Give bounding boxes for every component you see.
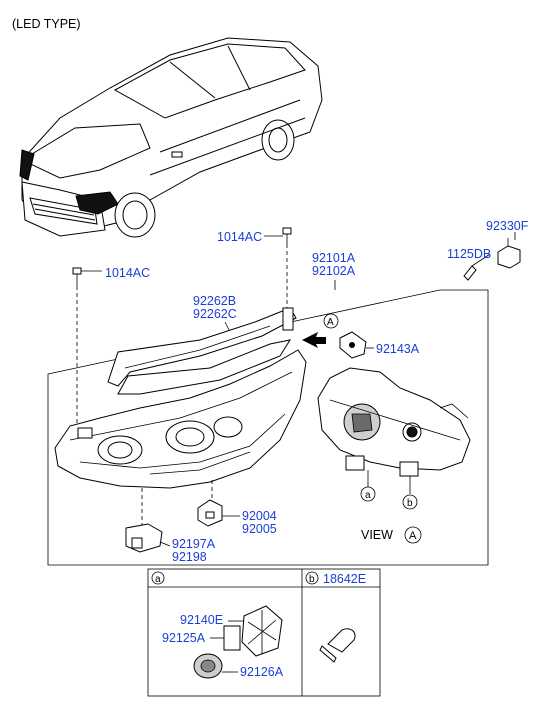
label-18642e: 18642E: [323, 572, 366, 586]
marker-a-circle: [360, 486, 376, 502]
socket-92140e-icon: [228, 605, 283, 657]
label-92004: 92004: [242, 509, 277, 523]
label-92140e: 92140E: [180, 613, 223, 627]
label-92126a: 92126A: [240, 665, 284, 679]
label-92198: 92198: [172, 550, 207, 564]
screw-1125db-icon: [463, 253, 491, 281]
view-circle-a: A: [409, 530, 417, 542]
assembly-frame: [47, 289, 489, 566]
label-92330f: 92330F: [486, 219, 529, 233]
view-arrow-icon: [302, 313, 339, 348]
table-b-circle: [305, 571, 319, 585]
parts-table: [147, 568, 381, 697]
label-92005: 92005: [242, 522, 277, 536]
label-92143a: 92143A: [376, 342, 420, 356]
table-b: b: [309, 574, 315, 585]
label-1014ac-left: 1014AC: [105, 266, 150, 280]
table-a-circle: [151, 571, 165, 585]
headlamp-rear-view-icon: [317, 367, 471, 477]
label-1125db: 1125DB: [447, 247, 491, 261]
car-illustration: [19, 37, 323, 238]
arrow-circle-a: A: [327, 317, 334, 328]
table-a: a: [155, 574, 161, 585]
label-92102a: 92102A: [312, 264, 356, 278]
marker-b-circle: [402, 494, 418, 510]
cover-trim-icon: [107, 307, 297, 387]
bolt-1014ac-left-icon: [72, 267, 102, 432]
bracket-92197a-icon: [125, 523, 171, 553]
marker-a: a: [365, 490, 371, 501]
bracket-92004-icon: [197, 499, 240, 527]
view-circle: [404, 526, 422, 544]
marker-b: b: [407, 498, 413, 509]
cap-92126a-icon: [193, 653, 238, 679]
label-1014ac-top: 1014AC: [217, 230, 262, 244]
label-92101a: 92101A: [312, 251, 356, 265]
label-92197a: 92197A: [172, 537, 216, 551]
diagram-title: (LED TYPE): [12, 17, 81, 31]
label-92262b: 92262B: [193, 294, 236, 308]
actuator-92143a-icon: [339, 331, 374, 359]
view-label: VIEW: [361, 528, 393, 542]
bolt-1014ac-top-icon: [264, 227, 292, 310]
label-92125a: 92125A: [162, 631, 206, 645]
socket-92330f-icon: [497, 232, 521, 269]
headlamp-assembly-icon: [54, 339, 307, 489]
label-92262c: 92262C: [193, 307, 237, 321]
bulb-18642e-icon: [319, 628, 356, 663]
gasket-92125a-icon: [210, 625, 241, 651]
